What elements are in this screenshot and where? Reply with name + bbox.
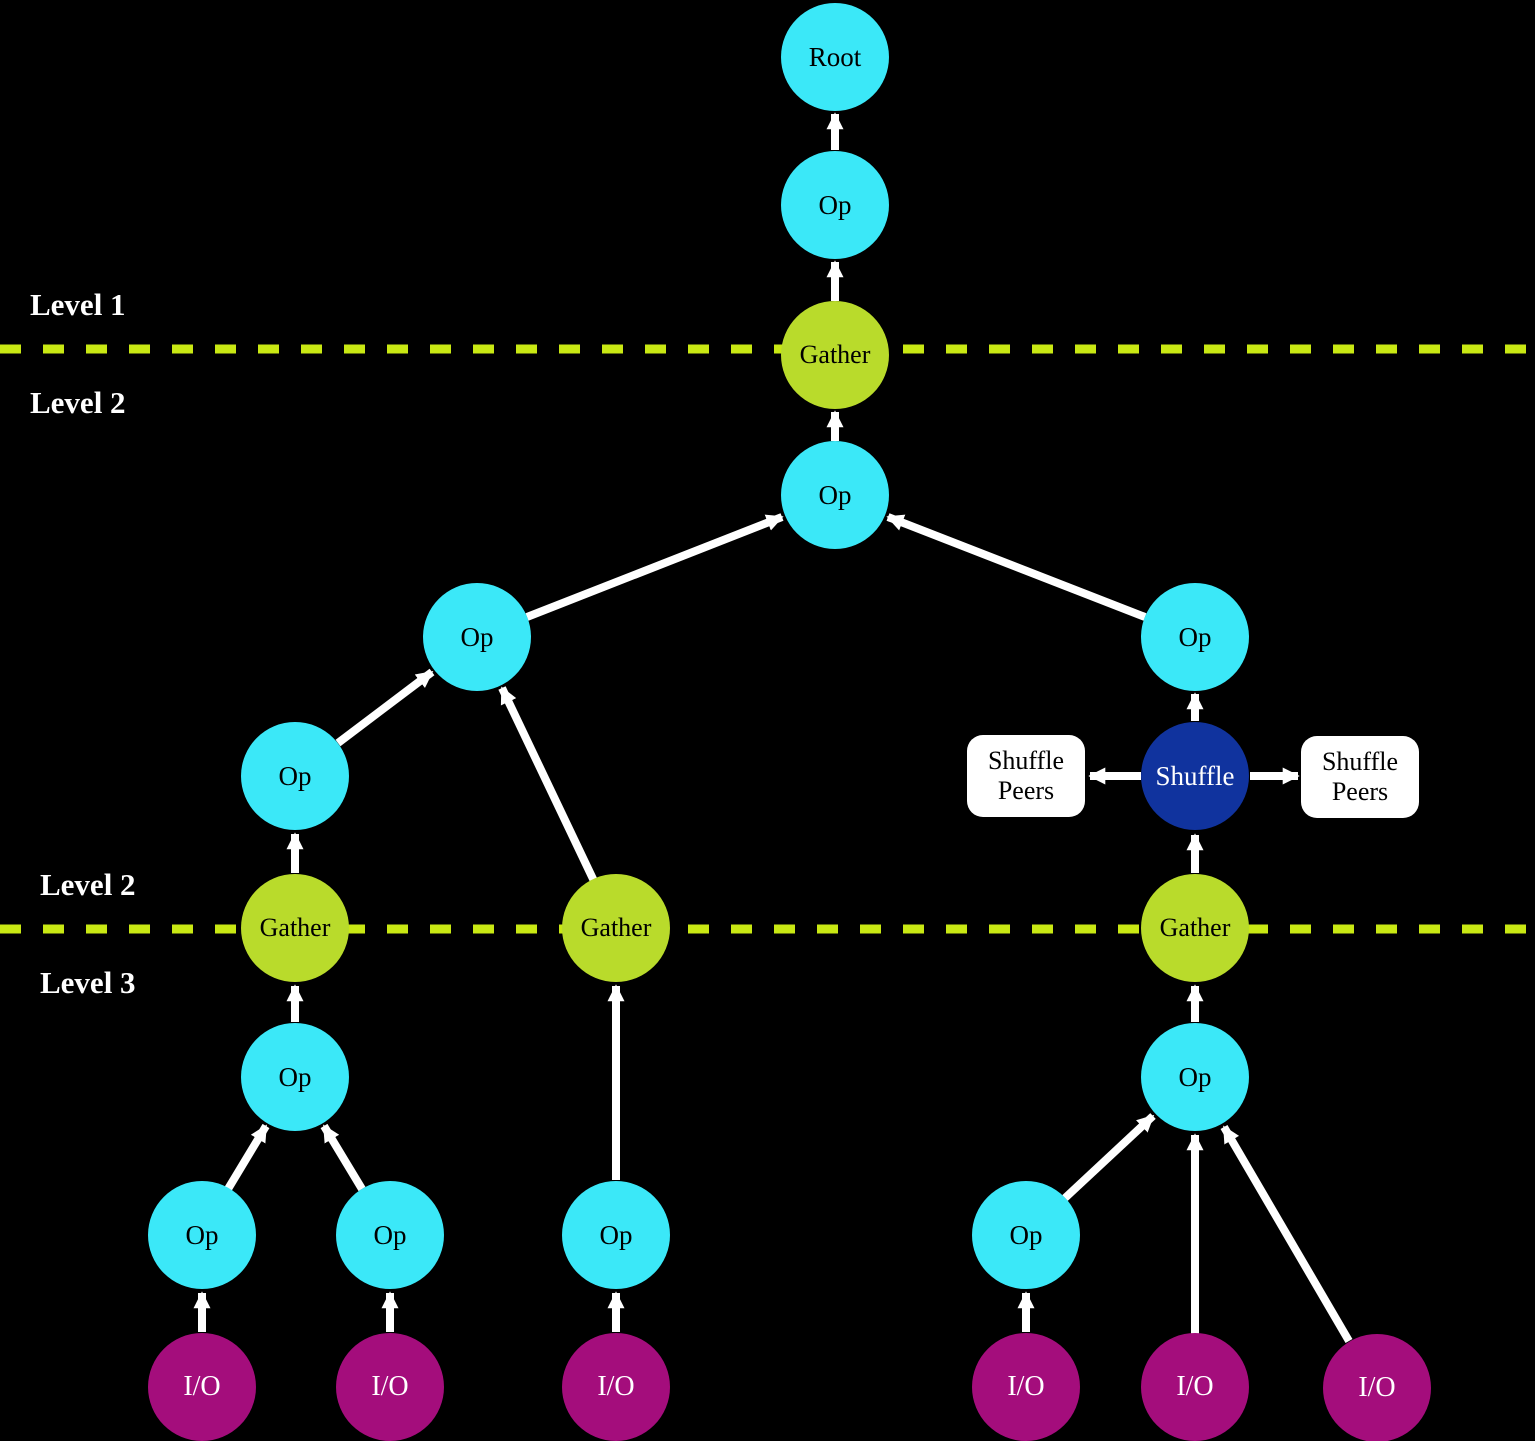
edge-io-6-to-op-right-lower (1220, 1124, 1353, 1344)
node-label: Op (278, 1061, 312, 1092)
node-op-left-mid: Op (241, 722, 349, 830)
level-3-label: Level 3 (40, 965, 136, 1000)
node-io-3: I/O (562, 1333, 670, 1441)
node-op-right-lower: Op (1141, 1023, 1249, 1131)
node-label: Op (1009, 1219, 1043, 1250)
node-label: Shuffle (1155, 760, 1235, 791)
shuffle-peers-label-line1: Shuffle (987, 746, 1065, 776)
node-io-5: I/O (1141, 1333, 1249, 1441)
node-label: I/O (597, 1371, 635, 1402)
node-label: Op (818, 479, 852, 510)
node-shuffle: Shuffle (1141, 722, 1249, 830)
node-label: I/O (1176, 1371, 1214, 1402)
node-gather-left: Gather (241, 874, 349, 982)
node-label: Op (185, 1219, 219, 1250)
node-label: Op (278, 760, 312, 791)
edge-op-bottom-4-to-op-right-lower (1062, 1113, 1156, 1201)
node-label: I/O (371, 1371, 409, 1402)
node-gather-top: Gather (781, 301, 889, 409)
node-gather-right: Gather (1141, 874, 1249, 982)
node-op-bottom-4: Op (972, 1181, 1080, 1289)
node-label: Op (373, 1219, 407, 1250)
node-op-top: Op (781, 151, 889, 259)
node-label: Root (808, 41, 862, 72)
shuffle-peers-label-line1: Shuffle (1321, 747, 1399, 777)
node-io-1: I/O (148, 1333, 256, 1441)
node-label: Gather (259, 913, 331, 942)
node-op-center: Op (781, 441, 889, 549)
edges (193, 112, 1353, 1344)
shuffle-peers-box-right: Shuffle Peers (1301, 736, 1419, 818)
node-label: I/O (183, 1371, 221, 1402)
node-io-2: I/O (336, 1333, 444, 1441)
edge-gather-mid-to-op-left-upper (498, 686, 598, 883)
node-label: Gather (1159, 913, 1231, 942)
node-io-4: I/O (972, 1333, 1080, 1441)
node-op-bottom-3: Op (562, 1181, 670, 1289)
node-label: Op (818, 189, 852, 220)
edge-op-bottom-1-to-op-left-lower (224, 1123, 270, 1192)
node-label: Op (460, 621, 494, 652)
node-label: Op (1178, 621, 1212, 652)
edge-op-right-upper-to-op-center (886, 513, 1147, 621)
edge-op-bottom-2-to-op-left-lower (320, 1123, 366, 1192)
edge-op-left-mid-to-op-left-upper (335, 668, 435, 747)
node-op-right-upper: Op (1141, 583, 1249, 691)
level-2-lower-label: Level 2 (40, 867, 136, 902)
level-2-upper-label: Level 2 (30, 385, 126, 420)
node-label: I/O (1007, 1371, 1045, 1402)
node-op-left-upper: Op (423, 583, 531, 691)
node-gather-mid: Gather (562, 874, 670, 982)
node-op-bottom-2: Op (336, 1181, 444, 1289)
edge-op-left-upper-to-op-center (525, 513, 784, 621)
node-op-left-lower: Op (241, 1023, 349, 1131)
shuffle-peers-label-line2: Peers (997, 776, 1055, 805)
shuffle-peers-label-line2: Peers (1331, 777, 1389, 806)
node-label: Gather (799, 340, 871, 369)
node-label: I/O (1358, 1372, 1396, 1403)
shuffle-peers-box-left: Shuffle Peers (967, 735, 1085, 817)
node-label: Op (1178, 1061, 1212, 1092)
node-io-6: I/O (1323, 1334, 1431, 1441)
node-label: Op (599, 1219, 633, 1250)
node-root: Root (781, 3, 889, 111)
level-1-label: Level 1 (30, 287, 126, 322)
node-op-bottom-1: Op (148, 1181, 256, 1289)
node-label: Gather (580, 913, 652, 942)
